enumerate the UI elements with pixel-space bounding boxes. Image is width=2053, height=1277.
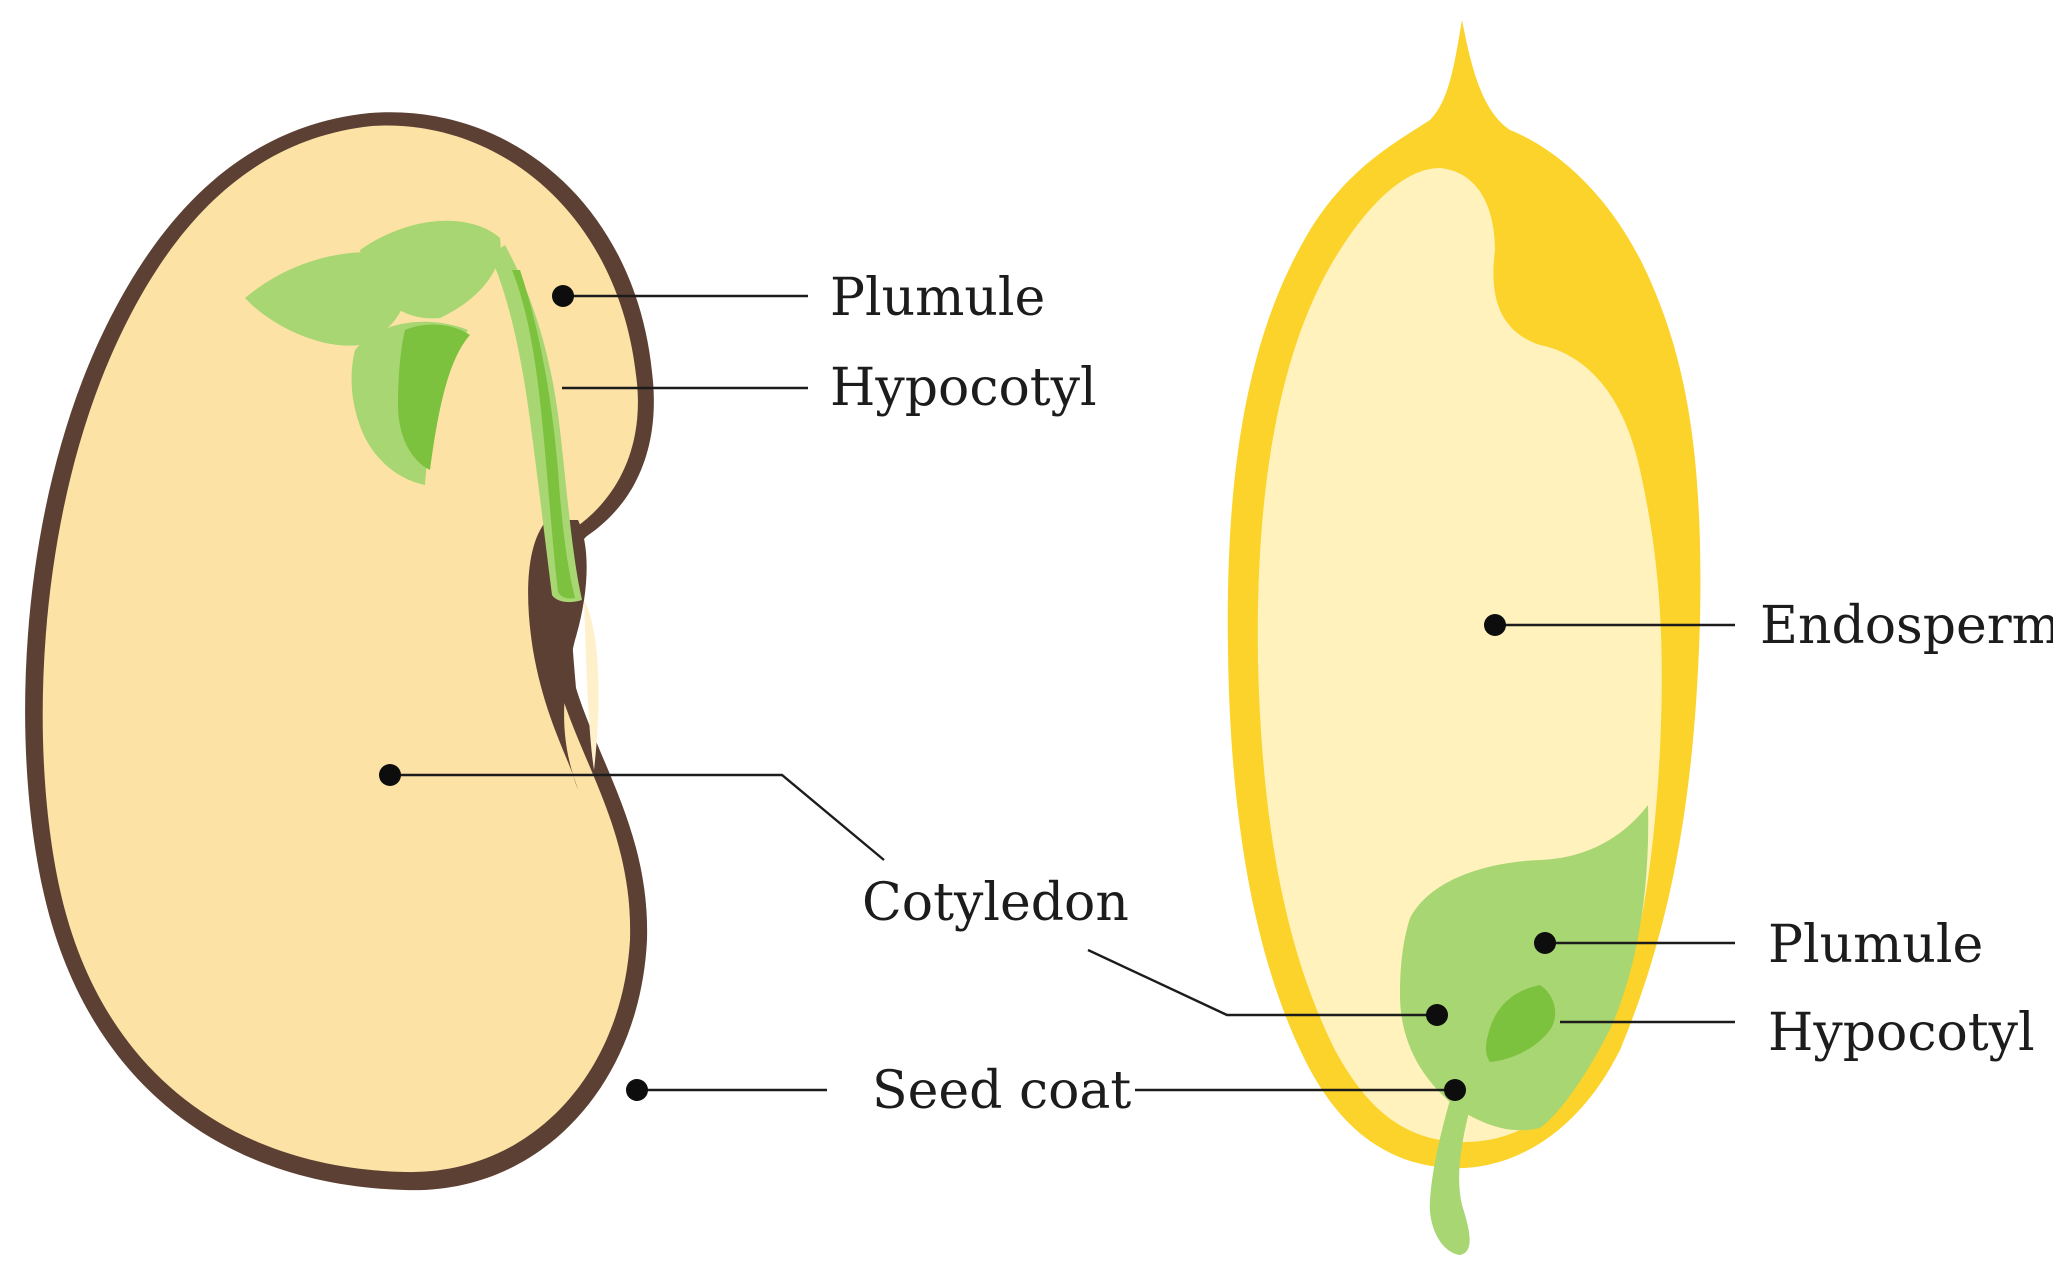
label-grain-hypocotyl: Hypocotyl <box>1768 1003 2035 1063</box>
dot-bean-seed-coat <box>626 1079 648 1101</box>
label-bean-plumule: Plumule <box>830 268 1045 328</box>
dot-bean-cotyledon <box>379 764 401 786</box>
label-grain-plumule: Plumule <box>1768 915 1983 975</box>
label-cotyledon: Cotyledon <box>862 873 1129 933</box>
dot-endosperm <box>1484 614 1506 636</box>
label-seed-coat: Seed coat <box>872 1061 1131 1121</box>
label-endosperm: Endosperm <box>1760 596 2053 656</box>
dot-grain-seed-coat <box>1444 1079 1466 1101</box>
grain-seed <box>1228 20 1701 1255</box>
dot-grain-plumule <box>1534 932 1556 954</box>
dot-bean-plumule <box>552 285 574 307</box>
bean-seed <box>25 112 654 1190</box>
label-bean-hypocotyl: Hypocotyl <box>830 358 1097 418</box>
dot-grain-cotyledon <box>1426 1004 1448 1026</box>
